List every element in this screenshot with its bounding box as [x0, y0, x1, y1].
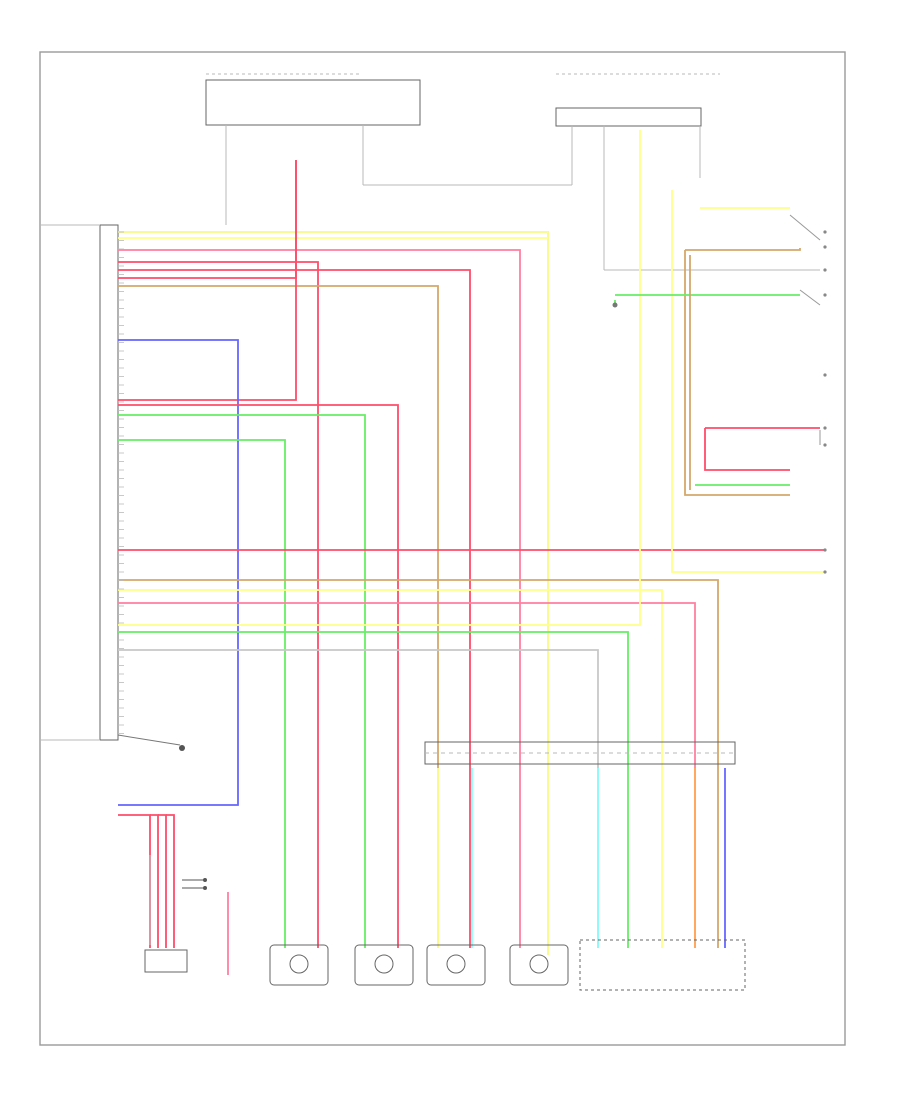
wire-group: [118, 130, 827, 975]
solenoid-d: [509, 944, 569, 986]
red-wire: [118, 160, 297, 279]
yellow-wire: [671, 190, 825, 573]
terminal-dot: [823, 230, 827, 234]
red-wire: [166, 814, 175, 948]
shift-solenoid-group: [579, 939, 746, 991]
ecu-connector: [40, 224, 119, 741]
pressure-switch: [612, 214, 821, 445]
pink-wire: [118, 602, 696, 948]
terminal-dot: [823, 570, 827, 574]
yellow-wire: [118, 231, 549, 955]
tan-wire: [118, 579, 719, 948]
solenoid-c: [426, 944, 486, 986]
red-wire: [158, 814, 167, 948]
terminal-dot: [823, 293, 827, 297]
green-wire: [118, 439, 286, 948]
diagram-frame: [39, 51, 846, 1046]
red-wire: [704, 428, 790, 471]
solenoid-a: [269, 944, 329, 986]
terminal-dot: [823, 426, 827, 430]
pink-wire: [118, 249, 521, 948]
terminal-dot: [823, 373, 827, 377]
green-wire: [118, 414, 366, 948]
yellow-wire: [118, 589, 663, 948]
range-sensor: [144, 855, 207, 973]
terminal-dot: [823, 245, 827, 249]
terminal-dot: [823, 443, 827, 447]
red-wire: [118, 269, 471, 948]
red-wire: [118, 160, 297, 401]
terminal-dot: [823, 268, 827, 272]
green-wire: [118, 631, 629, 948]
gray-wire: [118, 649, 599, 948]
red-wire: [118, 404, 399, 948]
red-wire: [118, 261, 319, 948]
tan-wire: [685, 248, 801, 251]
fuse-box-top-left: [205, 73, 572, 225]
terminal-dot: [823, 548, 827, 552]
blue-wire: [118, 339, 239, 806]
ground-symbol: [117, 734, 185, 751]
red-wire: [150, 814, 159, 948]
transmission-connector: [424, 741, 736, 765]
solenoid-b: [354, 944, 414, 986]
red-wire: [118, 814, 151, 948]
tan-wire: [118, 285, 439, 948]
tan-wire: [684, 250, 790, 496]
fuse-box-top-right: [555, 73, 820, 271]
